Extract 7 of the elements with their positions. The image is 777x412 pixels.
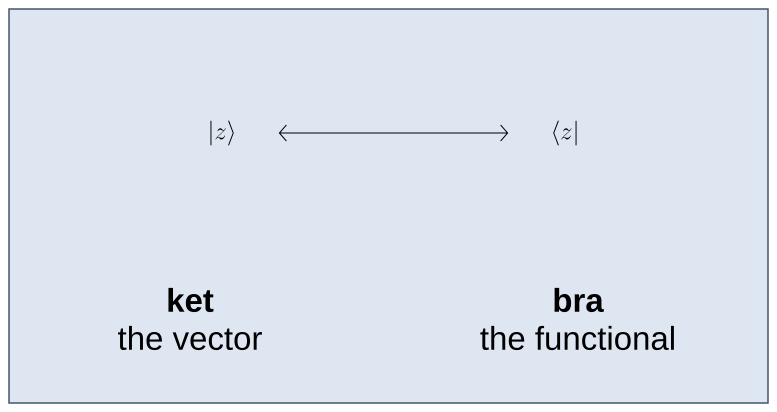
caption-text: bra bbox=[554, 288, 604, 312]
caption-text: ket bbox=[168, 288, 214, 312]
double-arrow bbox=[278, 124, 508, 142]
caption-text: the functional bbox=[480, 326, 674, 350]
caption-text: the vector bbox=[118, 326, 262, 350]
bra-ket-symbol: $|z\rangle$ bbox=[210, 120, 234, 146]
bra-ket-symbol: $\langle z|$ bbox=[553, 120, 577, 146]
